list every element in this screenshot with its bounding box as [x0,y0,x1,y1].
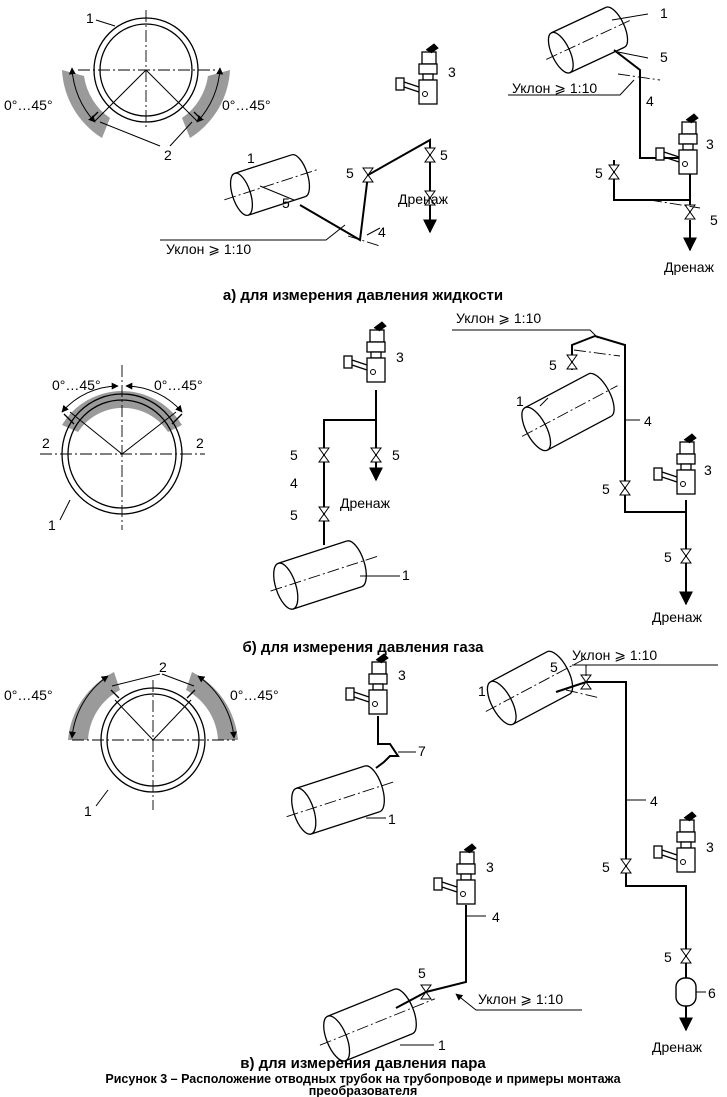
label-loop: 7 [418,743,426,759]
label-transducer: 3 [486,859,494,875]
label-impulse-line: 4 [646,93,654,109]
label-valve: 5 [418,965,426,981]
slope-label: Уклон ⩾ 1:10 [512,80,597,96]
label-pipeline: 1 [388,811,396,827]
label-valve: 5 [664,549,672,565]
label-transducer: 3 [396,349,404,365]
drain-label: Дренаж [664,259,715,275]
slope-label: Уклон ⩾ 1:10 [478,991,563,1007]
label-transducer: 3 [704,462,712,478]
label-transducer: 3 [706,136,714,152]
angle-label-left: 0°…45° [52,377,101,393]
steam-mount-vessel [485,650,718,1032]
label-condensate-vessel: 6 [708,985,716,1001]
label-pipeline: 1 [247,150,255,166]
section-a: 1 0°…45° 0°…45° 2 1 5 5 5 4 [4,5,718,304]
label-transducer: 3 [706,839,714,855]
drain-label: Дренаж [652,1039,703,1055]
label-valve: 5 [595,165,603,181]
label-valve: 5 [710,212,718,228]
label-impulse-line: 4 [644,413,652,429]
label-pipeline: 1 [48,517,56,533]
label-valve: 5 [660,49,668,65]
gas-mount-horizontal [452,329,697,606]
label-pipeline: 1 [438,1037,446,1053]
label-tap: 2 [159,659,167,675]
drain-label: Дренаж [398,191,449,207]
angle-label-right: 0°…45° [222,97,271,113]
label-pipeline: 1 [402,567,410,583]
slope-label: Уклон ⩾ 1:10 [456,310,541,326]
angle-label-right: 0°…45° [230,687,279,703]
label-impulse-line: 4 [290,475,298,491]
label-valve: 5 [602,859,610,875]
label-impulse-line: 4 [378,224,386,240]
label-valve: 5 [346,165,354,181]
label-valve: 5 [392,447,400,463]
figure-title-line1: Рисунок 3 – Расположение отводных трубок… [105,1072,621,1086]
section-b: 0°…45° 0°…45° 2 2 1 3 5 5 4 5 Дренаж [40,310,712,656]
label-impulse-line: 4 [492,909,500,925]
label-valve: 5 [549,357,557,373]
caption-b: б) для измерения давления газа [243,639,485,656]
label-pipeline: 1 [516,393,524,409]
liquid-mount-vertical [508,6,701,252]
section-c: 2 0°…45° 0°…45° 1 3 7 1 [4,647,718,1072]
gas-mount-vertical [270,321,400,610]
label-valve: 5 [550,659,558,675]
angle-label-left: 0°…45° [4,687,53,703]
label-pipeline: 1 [84,803,92,819]
pipe-section-c [68,672,238,810]
drain-label: Дренаж [340,495,391,511]
label-pipeline: 1 [86,10,94,26]
label-transducer: 3 [398,667,406,683]
label-valve: 5 [290,447,298,463]
label-valve: 5 [290,507,298,523]
label-transducer: 3 [448,64,456,80]
caption-c: в) для измерения давления пара [240,1055,486,1072]
slope-label: Уклон ⩾ 1:10 [166,241,251,257]
label-pipeline: 1 [660,5,668,21]
slope-label: Уклон ⩾ 1:10 [572,647,657,663]
label-valve: 5 [282,195,290,211]
label-impulse-line: 4 [650,793,658,809]
figure-title-line2: преобразователя [309,1084,418,1097]
label-valve: 5 [602,481,610,497]
label-valve: 5 [664,949,672,965]
label-valve: 5 [440,147,448,163]
drain-label: Дренаж [652,609,703,625]
label-tap: 2 [196,435,204,451]
pipe-section-b [40,365,205,530]
label-tap: 2 [42,435,50,451]
pipe-section-a [62,10,230,147]
steam-mount-slope [319,843,582,1062]
label-pipeline: 1 [478,683,486,699]
angle-label-right: 0°…45° [154,377,203,393]
liquid-mount-horizontal [160,43,439,247]
caption-a: а) для измерения давления жидкости [223,287,503,304]
label-tap: 2 [164,147,172,163]
angle-label-left: 0°…45° [4,97,53,113]
